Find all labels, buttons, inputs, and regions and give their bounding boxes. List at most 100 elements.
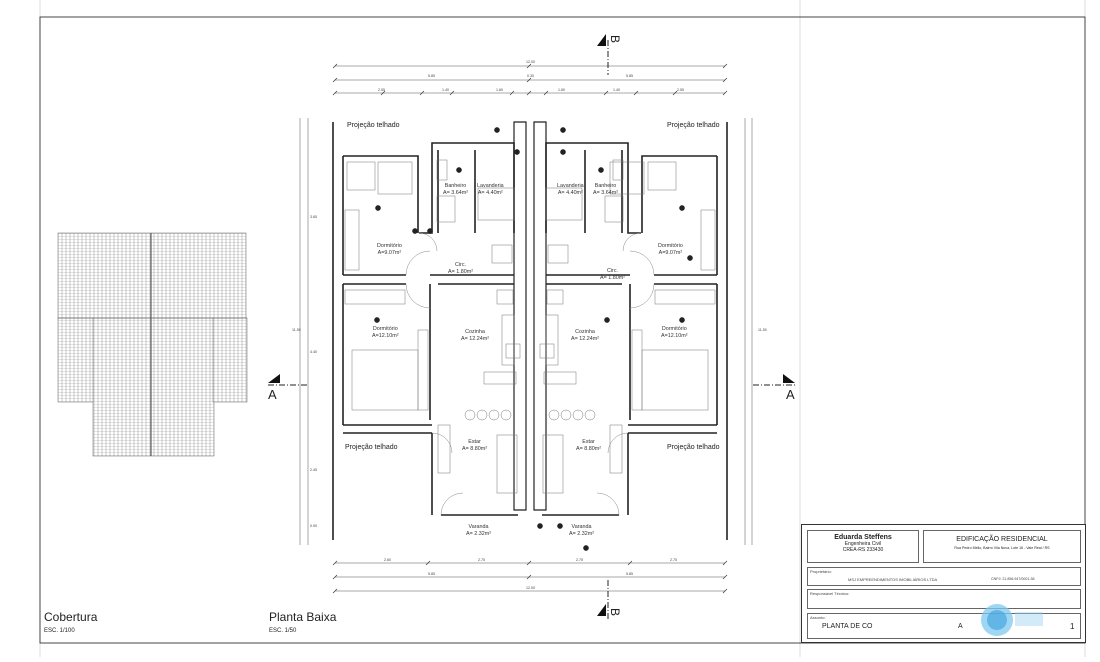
circ-right-label: Circ. A= 1.80m² [600, 268, 625, 281]
floor-plan-scale: ESC. 1/50 [269, 628, 297, 634]
room-area: A=12.10m² [372, 332, 399, 339]
room-area: A= 3.64m² [443, 189, 469, 196]
laundry-right-label: Lavanderia A= 4.40m² [557, 183, 584, 196]
roof-plan-title: Cobertura [44, 610, 98, 624]
drawing-border [39, 16, 1086, 644]
room-name: Cozinha [465, 329, 485, 335]
roof-projection-top-left: Projeção telhado [347, 122, 400, 129]
room-name: Lavanderia [477, 183, 504, 189]
roof-plan [57, 232, 248, 457]
furniture [344, 159, 716, 494]
kitchen-right-label: Cozinha A= 12.24m² [571, 329, 599, 342]
room-name: Cozinha [575, 329, 595, 335]
subject-text: PLANTA DE CO [822, 623, 873, 630]
room-area: A= 8.80m² [576, 445, 602, 452]
project-address: Rua Pedro Mello, Bairro Vila Nova, Lote … [954, 546, 1050, 550]
room-area: A= 3.64m² [593, 189, 619, 196]
engineer-crea: CREA-RS 233430 [842, 547, 884, 553]
project-box: EDIFICAÇÃO RESIDENCIAL Rua Pedro Mello, … [923, 530, 1081, 563]
room-name: Dormitório [658, 243, 683, 249]
room-name: Dormitório [661, 326, 687, 332]
dim-seg-bottom-2: 2.75 [478, 558, 485, 562]
room-area: A= 12.24m² [461, 335, 490, 342]
room-name: Circ. [606, 268, 619, 274]
dim-half-right-bottom: 5.85 [626, 572, 633, 576]
kitchen-left-label: Cozinha A= 12.24m² [461, 329, 489, 342]
bedroom-small-right-label: Dormitório A=9.07m² [658, 243, 683, 256]
living-right-label: Estar A= 8.80m² [576, 439, 601, 452]
room-name: Banheiro [594, 183, 617, 189]
room-area: A=9.07m² [377, 249, 402, 256]
dim-wall-top: 0.30 [527, 74, 534, 78]
title-block: Eduarda Steffens Engenheira Civil CREA-R… [801, 524, 1086, 643]
room-area: A= 4.40m² [477, 189, 503, 196]
porch-right-label: Varanda A= 2.32m² [569, 524, 594, 537]
floor-plan-walls [332, 121, 728, 540]
bedroom-large-left-label: Dormitório A=12.10m² [372, 326, 399, 339]
dim-seg-top-6: 2.55 [677, 88, 684, 92]
dimension-lines [299, 63, 753, 594]
dim-total-depth-right: 11.50 [758, 328, 767, 332]
bathroom-left-label: Banheiro A= 3.64m² [443, 183, 468, 196]
bedroom-large-right-label: Dormitório A=12.10m² [661, 326, 688, 339]
section-markers [268, 34, 795, 620]
engineer-name: Eduarda Steffens [834, 534, 892, 541]
owner-box: Proprietário: MSJ EMPREENDIMENTOS IMOBIL… [807, 567, 1081, 586]
dim-half-right-top: 5.85 [626, 74, 633, 78]
room-name: Banheiro [444, 183, 467, 189]
laundry-left-label: Lavanderia A= 4.40m² [477, 183, 504, 196]
dim-total-width-top: 12.00 [526, 60, 535, 64]
dim-seg-top-4: 1.60 [558, 88, 565, 92]
dim-vert-3: 2.45 [310, 468, 317, 472]
dim-total-depth: 11.50 [292, 328, 301, 332]
engineer-role: Engenheira Civil [844, 541, 882, 547]
door-swings [405, 232, 655, 516]
room-name: Dormitório [372, 326, 398, 332]
dim-seg-top-3: 1.60 [496, 88, 503, 92]
dim-half-left-top: 5.85 [428, 74, 435, 78]
bathroom-right-label: Banheiro A= 3.64m² [593, 183, 618, 196]
tech-box: Responsável Técnico: [807, 589, 1081, 609]
room-name: Lavanderia [557, 183, 584, 189]
dim-vert-1: 3.65 [310, 215, 317, 219]
subject-label: Assunto: [810, 615, 826, 620]
room-name: Dormitório [377, 243, 402, 249]
room-area: A= 1.80m² [448, 268, 474, 275]
subject-box: Assunto: PLANTA DE CO A 1 [807, 613, 1081, 639]
living-left-label: Estar A= 8.80m² [462, 439, 487, 452]
floor-plan-title: Planta Baixa [269, 610, 337, 624]
section-b-bottom: B [608, 607, 623, 617]
porch-left-label: Varanda A= 2.32m² [466, 524, 491, 537]
engineer-box: Eduarda Steffens Engenheira Civil CREA-R… [807, 530, 919, 563]
owner-name: MSJ EMPREENDIMENTOS IMOBILIÁRIOS LTDA [848, 577, 938, 582]
room-area: A= 8.80m² [462, 445, 488, 452]
roof-projection-bottom-left: Projeção telhado [345, 444, 398, 451]
dim-total-width-bottom: 12.00 [526, 586, 535, 590]
room-name: Estar [582, 439, 595, 445]
subject-text-end: A [958, 623, 963, 630]
room-area: A= 12.24m² [571, 335, 600, 342]
section-a-left: A [268, 387, 277, 402]
dim-seg-bottom-1: 2.60 [384, 558, 391, 562]
owner-cnpj: CNPJ: 21.856.947/0001-38 [991, 577, 1035, 581]
roof-projection-bottom-right: Projeção telhado [667, 444, 720, 451]
project-title: EDIFICAÇÃO RESIDENCIAL [956, 536, 1048, 543]
roof-plan-scale: ESC. 1/100 [44, 628, 75, 634]
dim-seg-bottom-3: 2.75 [576, 558, 583, 562]
room-name: Circ. [454, 262, 467, 268]
room-area: A= 4.40m² [557, 189, 583, 196]
dim-half-left-bottom: 5.85 [428, 572, 435, 576]
dim-seg-top-1: 2.55 [378, 88, 385, 92]
section-b-top: B [608, 34, 623, 44]
room-name: Varanda [571, 524, 592, 530]
tech-label: Responsável Técnico: [810, 591, 850, 596]
room-name: Estar [468, 439, 481, 445]
section-a-right: A [786, 387, 795, 402]
room-area: A= 1.80m² [600, 274, 626, 281]
dim-vert-4: 0.90 [310, 524, 317, 528]
watermark-logo [981, 604, 1043, 636]
dim-seg-bottom-4: 2.75 [670, 558, 677, 562]
room-area: A= 2.32m² [466, 530, 492, 537]
